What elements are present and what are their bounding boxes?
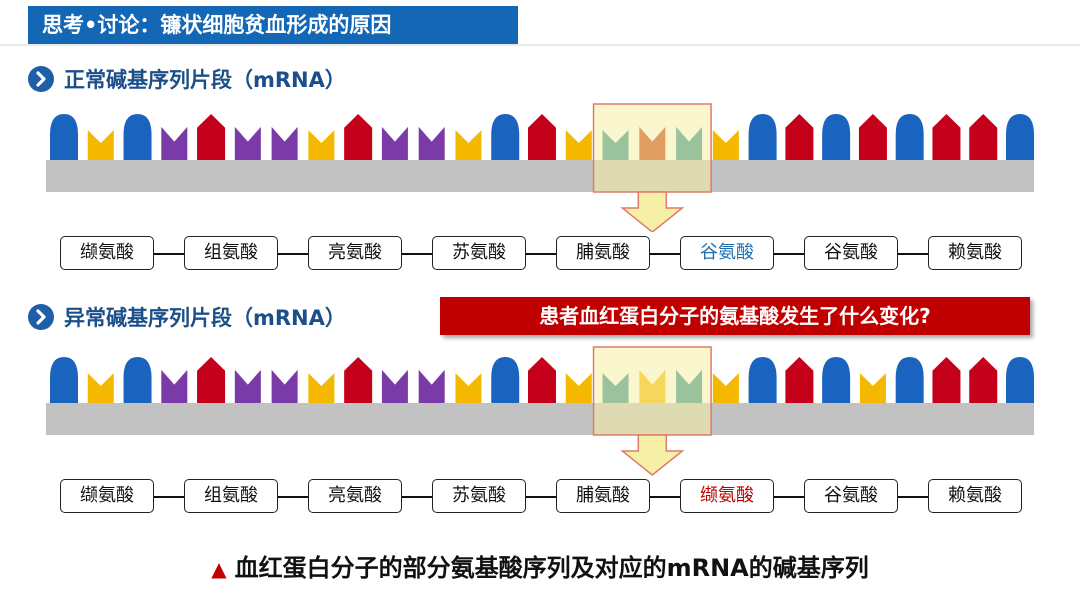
slide-title: 思考•讨论：镰状细胞贫血形成的原因 [28,6,518,44]
amino-acid-2: 亮氨酸 [308,479,402,513]
normal-amino-acid-chain: 缬氨酸组氨酸亮氨酸苏氨酸脯氨酸谷氨酸谷氨酸赖氨酸 [0,234,1080,274]
base-U-0 [50,114,78,160]
peptide-bond-line [60,253,1020,255]
amino-acid-4: 脯氨酸 [556,236,650,270]
amino-acid-3: 苏氨酸 [432,479,526,513]
base-A-1 [87,373,114,403]
base-C-24 [932,114,961,160]
amino-acid-6: 谷氨酸 [804,479,898,513]
base-C-13 [528,114,556,160]
figure-caption: ▲ 血红蛋白分子的部分氨基酸序列及对应的mRNA的碱基序列 [0,548,1080,583]
codon-highlight-box [592,346,712,436]
base-C-20 [785,114,814,160]
normal-mrna-strand [46,103,1034,232]
peptide-bond-line [60,496,1020,498]
amino-acid-3: 苏氨酸 [432,236,526,270]
base-C-4 [197,357,226,403]
base-G-9 [381,126,408,160]
amino-acid-6: 谷氨酸 [804,236,898,270]
base-A-22 [859,373,886,403]
base-G-5 [234,369,261,403]
amino-acid-4: 脯氨酸 [556,479,650,513]
base-A-7 [308,130,335,160]
base-G-10 [418,126,445,160]
base-C-25 [969,357,998,403]
base-A-1 [87,130,114,160]
mrna-backbone [46,403,1034,435]
abnormal-mrna-strand [46,346,1034,476]
base-G-5 [234,126,261,160]
base-A-11 [455,373,482,403]
base-G-6 [271,369,298,403]
amino-acid-5: 缬氨酸 [680,479,774,513]
triangle-marker-icon: ▲ [211,557,227,581]
abnormal-amino-acid-chain: 缬氨酸组氨酸亮氨酸苏氨酸脯氨酸缬氨酸谷氨酸赖氨酸 [0,477,1080,517]
base-A-7 [308,373,335,403]
title-divider [0,44,1080,46]
question-banner: 患者血红蛋白分子的氨基酸发生了什么变化? [440,297,1030,335]
base-U-19 [748,114,777,160]
base-C-24 [932,357,961,403]
amino-acid-7: 赖氨酸 [928,479,1022,513]
base-U-23 [895,114,924,160]
base-C-8 [344,357,373,403]
abnormal-section-heading: 异常碱基序列片段（mRNA） [28,302,346,334]
base-C-4 [197,114,226,160]
caption-text: 血红蛋白分子的部分氨基酸序列及对应的mRNA的碱基序列 [234,554,869,582]
base-G-6 [271,126,298,160]
base-A-14 [565,130,592,160]
base-U-26 [1006,114,1034,160]
base-G-9 [381,369,408,403]
base-C-25 [969,114,998,160]
chevron-right-icon [28,66,54,92]
base-A-18 [712,130,739,160]
amino-acid-1: 组氨酸 [184,479,278,513]
abnormal-heading-text: 异常碱基序列片段（mRNA） [64,306,346,330]
base-U-23 [895,357,924,403]
chevron-right-icon [28,304,54,330]
down-arrow-icon [620,434,685,476]
base-U-2 [123,114,152,160]
mrna-backbone [46,160,1034,192]
base-U-12 [491,114,520,160]
base-G-3 [161,126,188,160]
base-U-21 [822,114,851,160]
amino-acid-0: 缬氨酸 [60,479,154,513]
base-U-21 [822,357,851,403]
base-C-20 [785,357,814,403]
base-U-26 [1006,357,1034,403]
base-C-13 [528,357,556,403]
base-A-18 [712,373,739,403]
normal-section-heading: 正常碱基序列片段（mRNA） [28,64,346,96]
base-C-8 [344,114,373,160]
base-G-3 [161,369,188,403]
base-U-0 [50,357,78,403]
amino-acid-0: 缬氨酸 [60,236,154,270]
base-C-22 [858,114,887,160]
base-A-14 [565,373,592,403]
amino-acid-1: 组氨酸 [184,236,278,270]
down-arrow-icon [620,191,685,232]
base-U-12 [491,357,520,403]
base-U-2 [123,357,152,403]
amino-acid-7: 赖氨酸 [928,236,1022,270]
normal-heading-text: 正常碱基序列片段（mRNA） [64,68,346,92]
amino-acid-2: 亮氨酸 [308,236,402,270]
base-U-19 [748,357,777,403]
base-A-11 [455,130,482,160]
codon-highlight-box [592,103,712,193]
base-G-10 [418,369,445,403]
amino-acid-5: 谷氨酸 [680,236,774,270]
